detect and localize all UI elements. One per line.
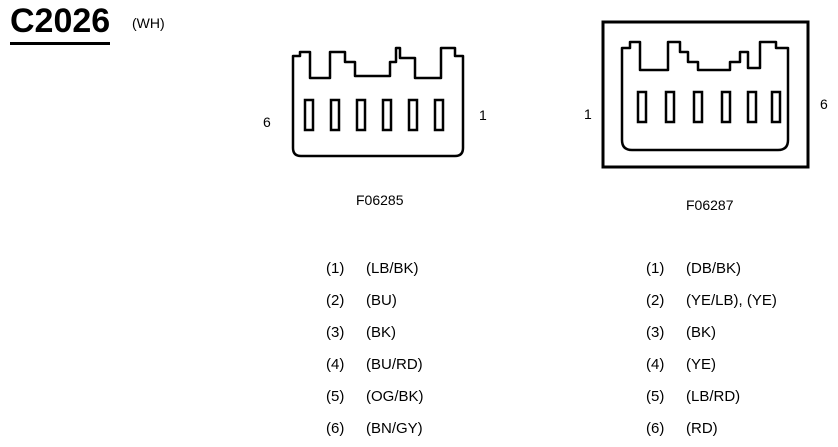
pin-slot xyxy=(329,98,341,132)
wire-color: (BU) xyxy=(366,292,397,309)
pin-number: (2) xyxy=(326,292,345,309)
pin-slot xyxy=(636,90,648,124)
pin-number: (1) xyxy=(646,260,665,277)
pin-number: (6) xyxy=(646,420,665,437)
pin-slot xyxy=(381,98,393,132)
pin-number: (4) xyxy=(326,356,345,373)
pin-slot xyxy=(746,90,758,124)
pin-number: (3) xyxy=(646,324,665,341)
connector-face-f06287 xyxy=(620,40,790,152)
connector-id-title: C2026 xyxy=(10,2,111,45)
pin-number: (5) xyxy=(326,388,345,405)
pin-slots-f06287 xyxy=(636,90,782,124)
wire-color: (BK) xyxy=(686,324,716,341)
wire-color: (OG/BK) xyxy=(366,388,424,405)
wire-color: (YE/LB), (YE) xyxy=(686,292,777,309)
pin-slots-f06285 xyxy=(303,98,445,132)
connector-1-right-pin-label: 1 xyxy=(479,107,487,123)
wire-color: (LB/BK) xyxy=(366,260,419,277)
pin-number: (6) xyxy=(326,420,345,437)
connector-face-f06285 xyxy=(291,46,465,158)
wire-color: (BK) xyxy=(366,324,396,341)
wire-color: (YE) xyxy=(686,356,716,373)
pin-number: (2) xyxy=(646,292,665,309)
pin-slot xyxy=(770,90,782,124)
pin-slot xyxy=(664,90,676,124)
pin-number: (4) xyxy=(646,356,665,373)
pin-slot xyxy=(355,98,367,132)
pin-number: (1) xyxy=(326,260,345,277)
wire-color: (RD) xyxy=(686,420,718,437)
wire-color: (BN/GY) xyxy=(366,420,423,437)
connector-1-figure-id: F06285 xyxy=(356,192,404,208)
connector-2-right-pin-label: 6 xyxy=(820,96,828,112)
wire-color: (BU/RD) xyxy=(366,356,423,373)
wire-color: (DB/BK) xyxy=(686,260,742,277)
connector-frame-f06287 xyxy=(601,20,810,169)
pin-number: (3) xyxy=(326,324,345,341)
connector-color-code: (WH) xyxy=(132,15,165,31)
wire-color: (LB/RD) xyxy=(686,388,741,405)
pin-slot xyxy=(692,90,704,124)
connector-2-left-pin-label: 1 xyxy=(584,106,592,122)
pin-slot xyxy=(720,90,732,124)
connector-1-left-pin-label: 6 xyxy=(263,114,271,130)
connector-2-figure-id: F06287 xyxy=(686,197,734,213)
pin-slot xyxy=(303,98,315,132)
pin-slot xyxy=(433,98,445,132)
pin-number: (5) xyxy=(646,388,665,405)
pin-slot xyxy=(407,98,419,132)
